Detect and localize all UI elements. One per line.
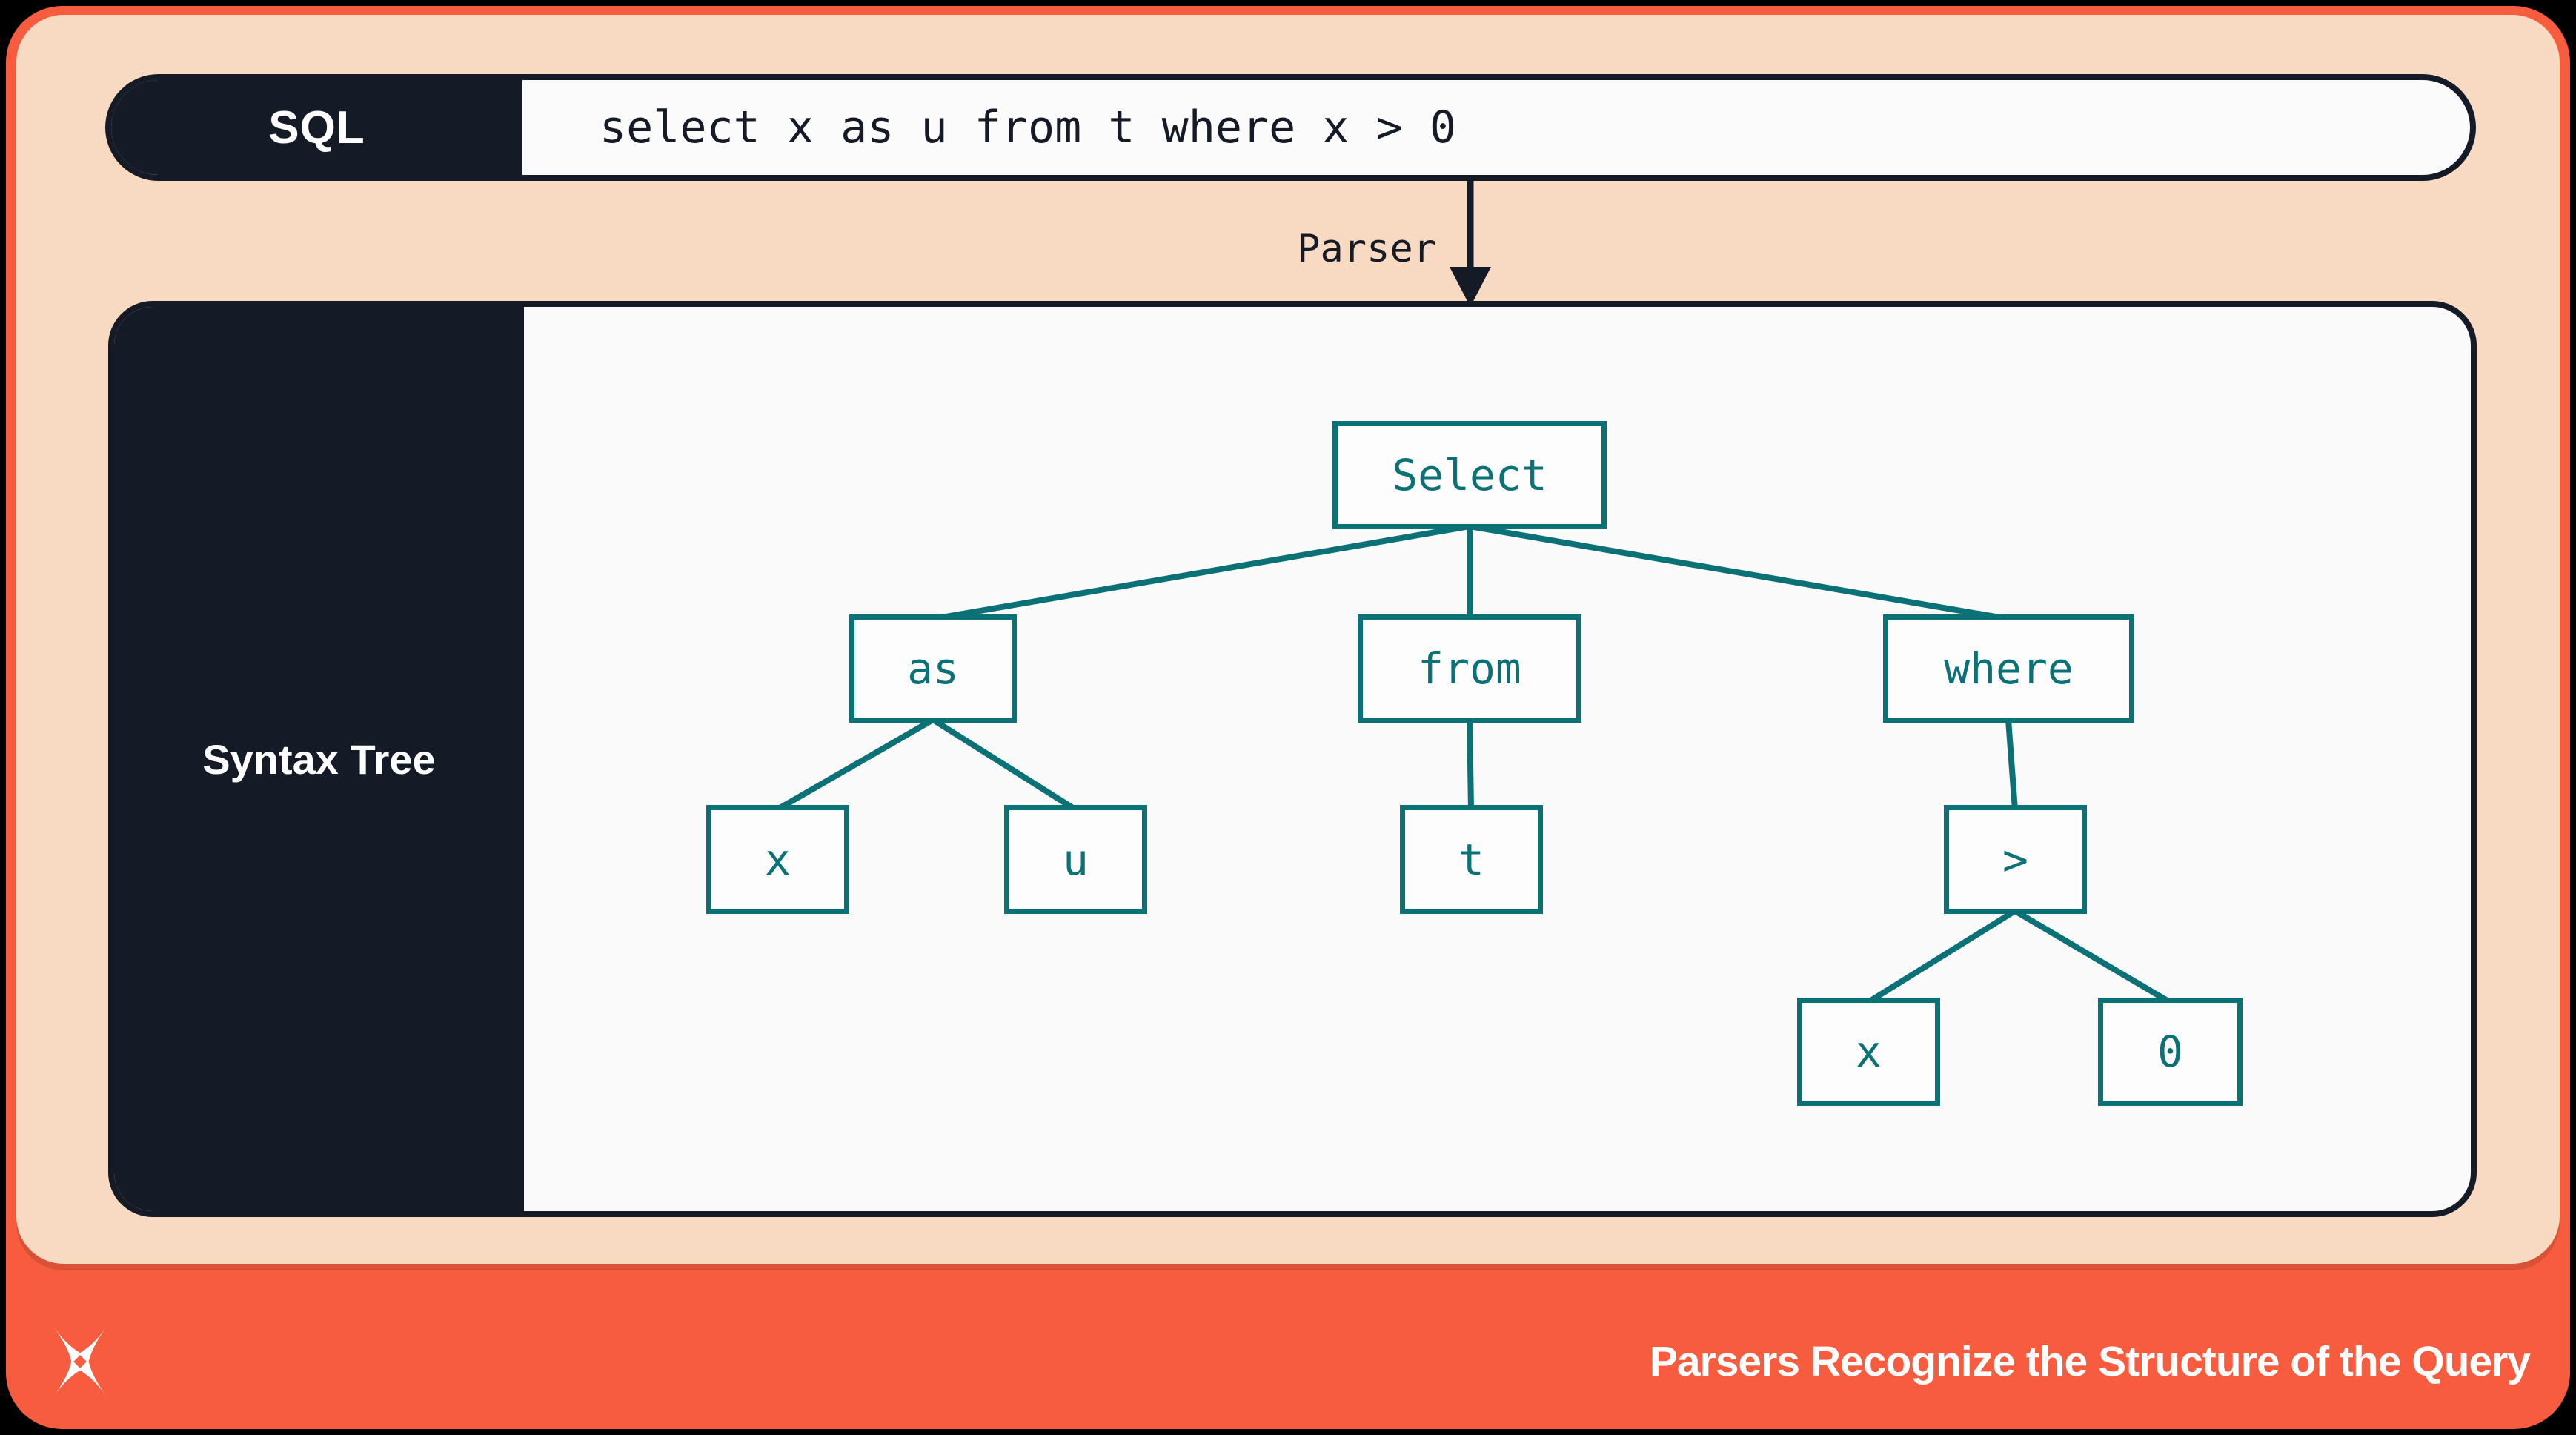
- tree-node-x-operand-label: x: [1856, 1027, 1882, 1077]
- tree-node-u: u: [1004, 805, 1147, 914]
- tree-node-select-label: Select: [1392, 450, 1547, 500]
- parser-label: Parser: [1297, 227, 1436, 271]
- tree-node-u-label: u: [1063, 834, 1089, 885]
- footer-caption: Parsers Recognize the Structure of the Q…: [1649, 1338, 2531, 1385]
- tree-node-as: as: [849, 614, 1017, 723]
- slide-frame: SQL select x as u from t where x > 0 Par…: [6, 6, 2570, 1429]
- tree-node-where-label: where: [1944, 643, 2074, 694]
- sql-query-text: select x as u from t where x > 0: [600, 102, 1456, 153]
- tree-node-as-label: as: [907, 643, 959, 694]
- syntax-tree-card: Syntax Tree: [108, 301, 2477, 1217]
- tree-node-t: t: [1400, 805, 1543, 914]
- tree-node-t-label: t: [1458, 834, 1484, 885]
- syntax-tree-label: Syntax Tree: [202, 735, 436, 783]
- tree-node-zero: 0: [2098, 998, 2243, 1106]
- tree-node-where: where: [1883, 614, 2134, 723]
- tree-node-from-label: from: [1418, 643, 1521, 694]
- tree-node-greater-than: >: [1944, 805, 2087, 914]
- sql-bar: SQL select x as u from t where x > 0: [105, 74, 2476, 181]
- sql-bar-label: SQL: [111, 80, 522, 175]
- tree-node-from: from: [1358, 614, 1581, 723]
- tree-node-x-alias-label: x: [765, 834, 791, 885]
- logo-x-icon: [52, 1325, 108, 1398]
- tree-node-select: Select: [1332, 421, 1607, 529]
- syntax-tree-side-panel: Syntax Tree: [114, 307, 524, 1211]
- tree-node-zero-label: 0: [2157, 1027, 2183, 1077]
- tree-node-x-alias: x: [706, 805, 849, 914]
- tree-node-greater-than-label: >: [2002, 834, 2028, 885]
- tree-node-x-operand: x: [1797, 998, 1940, 1106]
